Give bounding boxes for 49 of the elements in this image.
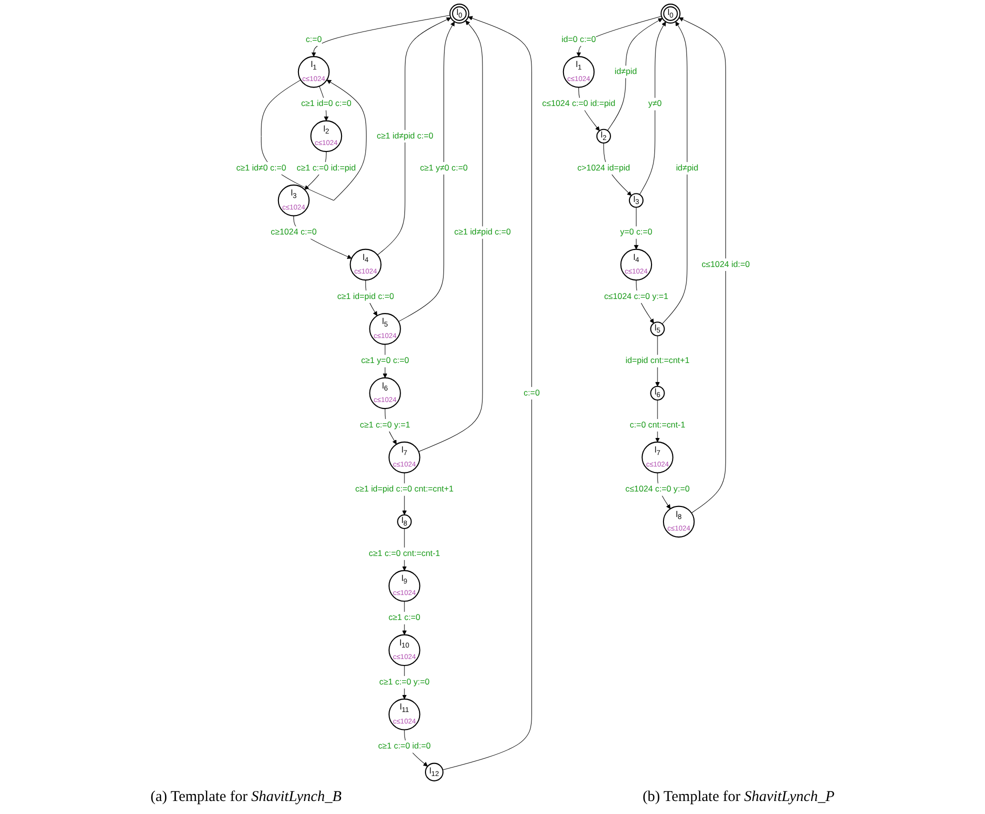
edge-label: c≥1 id≠pid c:=0 [376,131,433,140]
edge-label: c≤1024 id:=0 [701,260,750,269]
arrow [638,22,666,195]
edge-label: c≥1 c:=0 id:=0 [378,742,430,751]
node-circle: l$_{12}$ [424,762,443,782]
edge-label: c≥1 id=pid c:=0 cnt:=cnt+1 [354,484,454,494]
edge-label: id=0 c:=0 [560,35,596,44]
edge-label: c≥1 id≠0 c:=0 [236,164,286,172]
edge-label: c≥1 c:=0 y:=0 [378,678,430,686]
node-circle: l$_{6}$ [650,386,664,400]
node-circle: l$_{0}$ [448,4,469,24]
edge-label: id≠pid [614,67,636,76]
edge-label: c≥1 id=0 c:=0 [300,99,351,108]
arrow [398,22,454,322]
edge-label: c:=0 [305,35,322,44]
node-circle: l$_{3}$ [628,193,644,208]
edge-label: c≥1024 c:=0 [270,228,316,237]
edge-label: c≤1024 c:=0 y:=1 [604,292,668,301]
edge-label: c:=0 cnt:=cnt-1 [629,420,685,430]
arrow [678,17,726,514]
figure-caption: (b) Template for ShavitLynch_P [642,789,834,806]
edge-label: c≥1 y≠0 c:=0 [419,164,468,172]
node-circle: l$_{5}$ [650,322,664,336]
edge-label: c≥1 c:=0 [388,613,420,622]
arrow [376,17,451,256]
edge-label: c≥1 c:=0 id:=pid [296,164,356,172]
edge-label: y=0 c:=0 [620,228,652,237]
arrow [442,16,532,770]
edge-label: y≠0 [648,99,662,108]
edge-label: c:=0 [523,388,540,398]
node-circle: l$_{8}$ [396,514,412,529]
edge-label: c≥1 id=pid c:=0 [336,292,394,301]
edge-label: c≤1024 c:=0 id:=pid [542,99,615,108]
figure-caption: (a) Template for ShavitLynch_B [150,789,342,806]
node-circle: l$_{0}$ [660,4,680,24]
edge-label: c≥1 id≠pid c:=0 [454,228,510,237]
edge-label: id=pid cnt:=cnt+1 [624,356,690,366]
arrow [606,18,662,131]
arrow [260,80,366,201]
arrow [661,21,687,324]
edge-label: c≥1 y=0 c:=0 [360,356,409,366]
edge-label: c≥1 c:=0 y:=1 [359,420,410,430]
node-circle: l$_{2}$ [596,128,610,144]
edge-label: c>1024 id=pid [576,164,630,172]
edge-label: id≠pid [675,164,698,172]
arrow [418,20,482,452]
arrow [310,15,450,57]
edge-label: c≥1 c:=0 cnt:=cnt-1 [368,549,440,558]
edge-label: c≤1024 c:=0 y:=0 [624,484,690,494]
